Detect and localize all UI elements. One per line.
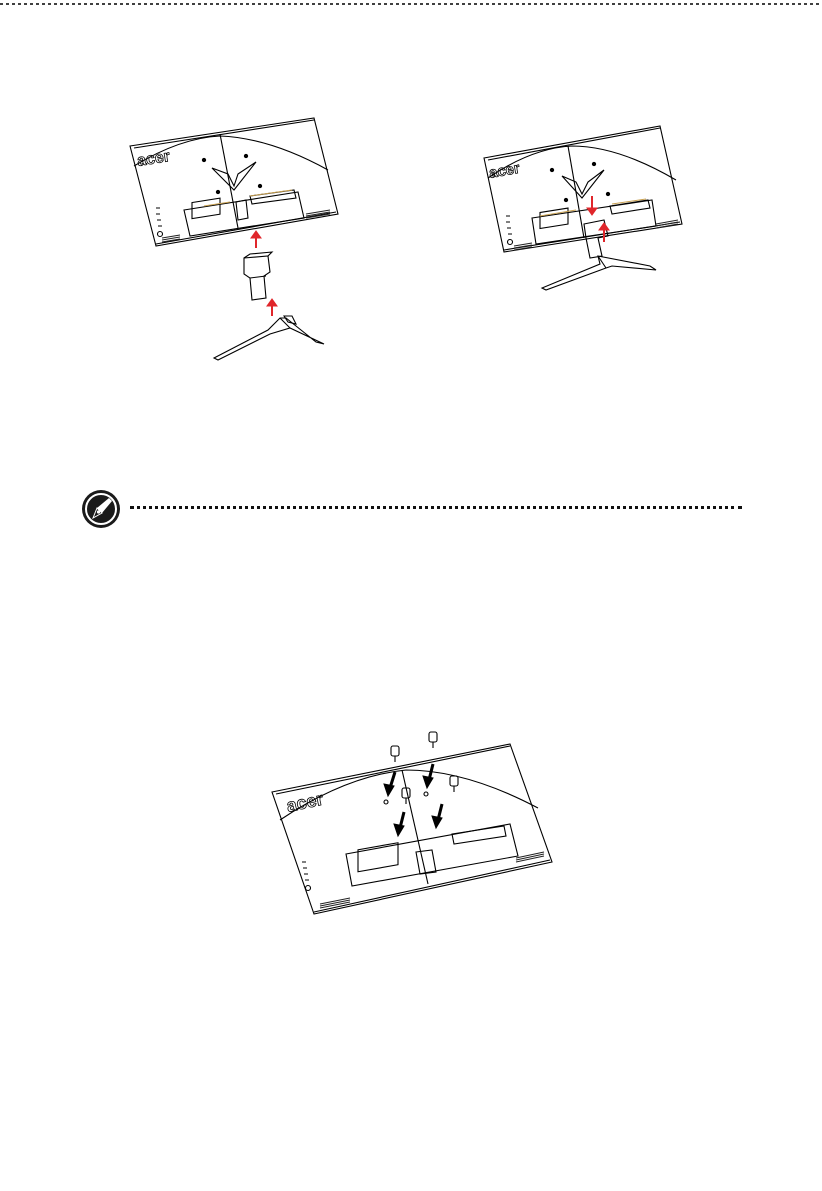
note-pen-icon [80, 488, 122, 530]
figure-wall-mount-screws: acer [266, 724, 558, 920]
svg-text:acer: acer [488, 160, 522, 182]
svg-text:acer: acer [285, 789, 325, 816]
note-dotted-rule [130, 506, 742, 509]
top-dashed-rule [0, 0, 822, 10]
figure-stand-exploded: acer [120, 110, 360, 380]
svg-text:acer: acer [136, 148, 171, 170]
figure-stand-attached: acer [480, 120, 690, 340]
